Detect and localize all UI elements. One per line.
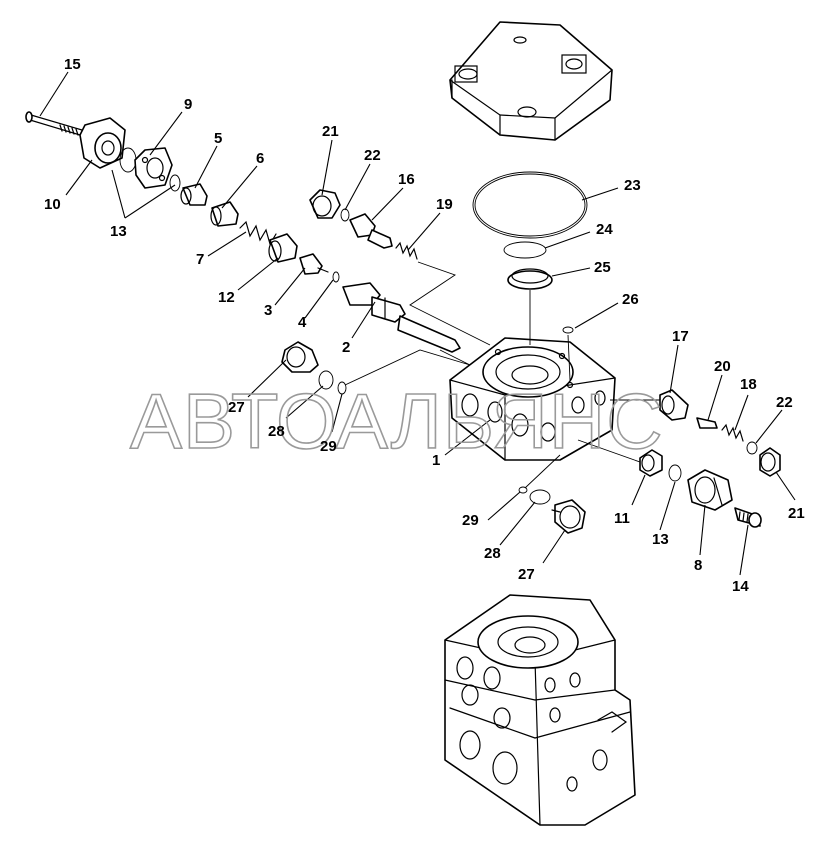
o-ring-13b	[169, 174, 181, 192]
leader-lines	[39, 71, 796, 576]
callout-20: 20	[714, 358, 731, 375]
ring-4	[332, 271, 340, 283]
callout-27-lower: 27	[518, 566, 535, 583]
plug-5	[180, 183, 208, 206]
plug-27a	[281, 341, 319, 373]
spool-16	[349, 213, 393, 249]
pin-20	[696, 417, 718, 429]
o-ring-22a	[340, 208, 350, 222]
callout-21-upper: 21	[322, 123, 339, 140]
callout-23: 23	[624, 177, 641, 194]
callout-10: 10	[44, 196, 61, 213]
cap-8	[687, 469, 733, 511]
callout-6: 6	[256, 150, 264, 167]
plunger-3	[299, 253, 329, 275]
callout-13-lower: 13	[652, 531, 669, 548]
o-ring-23	[472, 171, 588, 239]
callout-14: 14	[732, 578, 749, 595]
callout-22-lower: 22	[776, 394, 793, 411]
callout-16: 16	[398, 171, 415, 188]
assembly-path-lines	[344, 261, 660, 489]
callout-29-lower: 29	[462, 512, 479, 529]
o-ring-28a	[318, 370, 334, 390]
callout-9: 9	[184, 96, 192, 113]
o-ring-13a	[119, 147, 137, 173]
callout-19: 19	[436, 196, 453, 213]
callout-3: 3	[264, 302, 272, 319]
callout-28-lower: 28	[484, 545, 501, 562]
sleeve-12	[268, 233, 298, 263]
callout-28-upper: 28	[268, 423, 285, 440]
callout-7: 7	[196, 251, 204, 268]
callout-25: 25	[594, 259, 611, 276]
callout-24: 24	[596, 221, 613, 238]
callout-21-lower: 21	[788, 505, 805, 522]
callout-labels: 15 9 5 6 10 13 7 12 3 4 2 21 22 16 19 23…	[44, 56, 805, 595]
spool-17	[659, 389, 689, 421]
callout-22-upper: 22	[364, 147, 381, 164]
plug-21b	[759, 447, 781, 477]
ring-25	[507, 268, 553, 290]
sleeve-11	[639, 449, 663, 477]
cap-10	[79, 117, 126, 169]
bolt-14	[734, 507, 762, 528]
callout-12: 12	[218, 289, 235, 306]
ring-29b	[518, 486, 528, 494]
spring-19	[395, 241, 418, 260]
callout-4: 4	[298, 314, 307, 331]
callout-13-upper: 13	[110, 223, 127, 240]
spring-18	[721, 423, 744, 442]
callout-18: 18	[740, 376, 757, 393]
watermark-text: АВТОАЛЬЯНС	[130, 377, 664, 465]
spool-2	[342, 282, 461, 353]
bolt-15	[25, 111, 83, 136]
assembled-valve-block	[444, 594, 636, 826]
callout-26: 26	[622, 291, 639, 308]
callout-11: 11	[614, 510, 630, 527]
callout-29-upper: 29	[320, 438, 337, 455]
plug-21a	[309, 189, 341, 219]
flange-9	[134, 147, 173, 189]
top-cover-plate	[449, 21, 613, 141]
o-ring-13c	[668, 464, 682, 482]
o-ring-28b	[529, 489, 551, 505]
o-ring-26	[562, 326, 574, 334]
callout-2: 2	[342, 339, 350, 356]
callout-15: 15	[64, 56, 81, 73]
piston-6	[210, 201, 239, 227]
callout-17: 17	[672, 328, 689, 345]
o-ring-24	[503, 241, 547, 259]
callout-8: 8	[694, 557, 702, 574]
callout-1: 1	[432, 452, 440, 469]
plug-27b	[551, 499, 586, 534]
callout-5: 5	[214, 130, 222, 147]
callout-27-upper: 27	[228, 399, 245, 416]
o-ring-22b	[746, 441, 758, 455]
valve-body-1	[449, 337, 616, 461]
spring-7	[239, 220, 277, 246]
